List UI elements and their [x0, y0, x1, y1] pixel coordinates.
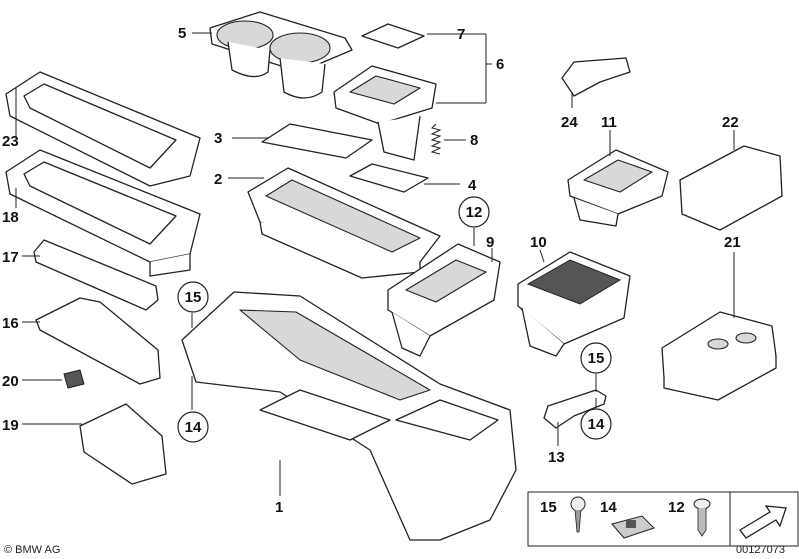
fastener-legend: 15 14 12	[527, 491, 799, 547]
label-9: 9	[486, 234, 494, 251]
label-23: 23	[2, 133, 19, 150]
clip-nut-icon	[611, 515, 655, 539]
label-22: 22	[722, 114, 739, 131]
copyright-text: © BMW AG	[4, 544, 60, 556]
label-21: 21	[724, 234, 741, 251]
small-pad-part	[63, 369, 85, 389]
storage-box-part	[247, 167, 441, 279]
callout-15-left: 15	[185, 289, 202, 306]
drawing-number: 00127073	[736, 544, 785, 556]
cup-holder-part	[209, 11, 353, 99]
label-24: 24	[561, 114, 578, 131]
callout-12: 12	[466, 204, 483, 221]
cover-plate-part	[261, 123, 373, 159]
label-11: 11	[601, 114, 617, 131]
label-10: 10	[530, 234, 547, 251]
clip-part	[561, 57, 631, 97]
label-8: 8	[470, 132, 478, 149]
callout-15-right: 15	[588, 350, 605, 367]
spring-part	[430, 123, 442, 155]
end-cap-part	[679, 145, 783, 231]
screw-icon	[570, 496, 586, 533]
label-6: 6	[496, 56, 504, 73]
label-2: 2	[214, 171, 222, 188]
cover-part	[79, 403, 167, 485]
small-compartment-part	[567, 149, 669, 227]
side-trim-upper-part	[5, 71, 201, 187]
legend-label-14: 14	[600, 499, 617, 516]
ashtray-part	[387, 243, 501, 357]
storage-compartment-part	[517, 251, 631, 357]
label-4: 4	[468, 177, 477, 194]
circled-callouts: 12 15 14 15 14	[177, 196, 612, 443]
label-18: 18	[2, 209, 19, 226]
legend-label-12: 12	[668, 499, 685, 516]
label-3: 3	[214, 130, 222, 147]
label-16: 16	[2, 315, 19, 332]
insert-mat-part	[349, 163, 429, 193]
callout-14-right: 14	[588, 416, 605, 433]
label-20: 20	[2, 373, 19, 390]
label-5: 5	[178, 25, 186, 42]
label-7: 7	[457, 26, 465, 43]
label-19: 19	[2, 417, 19, 434]
label-1: 1	[275, 499, 283, 516]
part-number-labels: 5 7 6 8 3 2 4 23 18 17 16 20 19 1 9 10 1…	[2, 25, 741, 516]
lid-part	[361, 23, 425, 49]
legend-label-15: 15	[540, 499, 557, 516]
side-trim-lower-part	[5, 149, 201, 277]
expanding-rivet-icon	[693, 498, 711, 537]
rail-part	[33, 239, 159, 311]
leader-lines	[15, 32, 735, 496]
bracket-part	[35, 297, 161, 385]
holder-part	[543, 389, 607, 429]
direction-arrow-icon	[739, 505, 787, 539]
switch-panel-part	[661, 311, 777, 401]
label-13: 13	[548, 449, 565, 466]
center-console-part	[181, 291, 517, 541]
storage-tray-part	[333, 65, 437, 161]
label-17: 17	[2, 249, 19, 266]
callout-14-left: 14	[185, 419, 202, 436]
